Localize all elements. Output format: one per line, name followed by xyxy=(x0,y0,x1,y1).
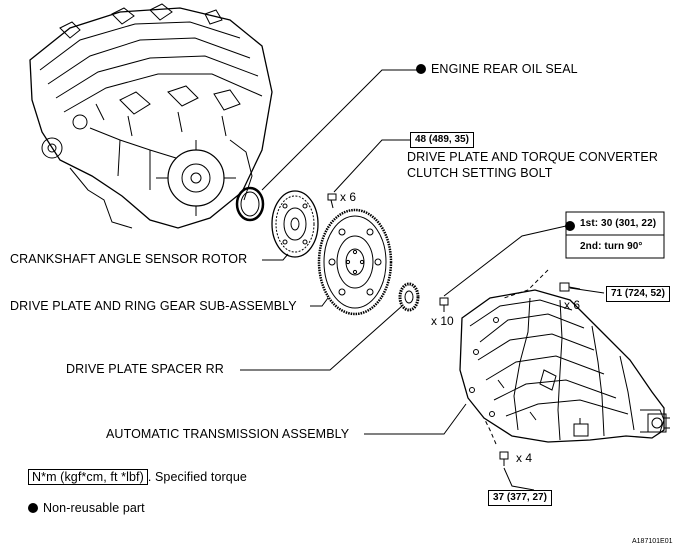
label-crankshaft-rotor: CRANKSHAFT ANGLE SENSOR ROTOR xyxy=(10,252,248,266)
crankshaft-angle-sensor-rotor xyxy=(271,190,319,258)
qty-upper-bolt: x 6 xyxy=(564,298,581,312)
dashed-upper-bolt xyxy=(503,269,549,299)
setting-bolt xyxy=(327,193,337,209)
legend-dot-icon xyxy=(28,503,38,513)
torque-1st-stage: 1st: 30 (301, 22) xyxy=(580,218,657,229)
torque-box-setting-bolt: 48 (489, 35) xyxy=(410,132,474,148)
label-drive-plate-ring-gear: DRIVE PLATE AND RING GEAR SUB-ASSEMBLY xyxy=(10,299,297,313)
leader-transmission xyxy=(364,403,467,435)
non-reusable-dot-icon xyxy=(416,64,426,74)
transmission-upper-bolt xyxy=(559,282,581,292)
leader-ring-gear xyxy=(310,297,329,307)
transmission-lower-bolt xyxy=(499,451,509,466)
engine-block-illustration xyxy=(29,3,273,229)
figure-code: A187101E01 xyxy=(632,538,673,545)
dashed-lower-bolt xyxy=(483,417,497,445)
label-automatic-transmission: AUTOMATIC TRANSMISSION ASSEMBLY xyxy=(106,427,350,441)
leader-spacer-bolt xyxy=(443,225,567,297)
drive-plate-spacer xyxy=(398,282,420,312)
qty-setting-bolt: x 6 xyxy=(340,190,357,204)
spacer-bolt xyxy=(439,297,449,312)
legend-torque-text: . Specified torque xyxy=(147,470,247,484)
legend-non-reusable: Non-reusable part xyxy=(28,501,145,516)
automatic-transmission-illustration xyxy=(459,289,670,443)
torque-2nd-stage: 2nd: turn 90° xyxy=(580,241,643,252)
label-drive-plate-spacer: DRIVE PLATE SPACER RR xyxy=(66,362,224,376)
leader-rotor xyxy=(262,253,289,261)
label-engine-rear-oil-seal: ENGINE REAR OIL SEAL xyxy=(416,62,578,77)
leader-upper-bolt xyxy=(569,287,605,294)
drive-plate-ring-gear xyxy=(317,208,393,316)
label-setting-bolt-line1: DRIVE PLATE AND TORQUE CONVERTER xyxy=(407,150,658,164)
legend-specified-torque: N*m (kgf*cm, ft *lbf). Specified torque xyxy=(28,469,247,485)
torque-box-upper-bolt: 71 (724, 52) xyxy=(606,286,670,302)
legend-torque-units: N*m (kgf*cm, ft *lbf) xyxy=(28,469,148,485)
torque-box-lower-bolt: 37 (377, 27) xyxy=(488,490,552,506)
label-setting-bolt-line2: CLUTCH SETTING BOLT xyxy=(407,166,553,180)
qty-lower-bolt: x 4 xyxy=(516,451,533,465)
qty-spacer-bolt: x 10 xyxy=(431,314,454,328)
leader-lower-bolt xyxy=(503,467,535,491)
non-reusable-bolt-dot-icon xyxy=(565,217,580,235)
engine-rear-oil-seal xyxy=(235,186,265,222)
leader-setting-bolt xyxy=(333,139,410,193)
leader-oil-seal xyxy=(261,69,418,191)
leader-spacer xyxy=(240,305,403,371)
